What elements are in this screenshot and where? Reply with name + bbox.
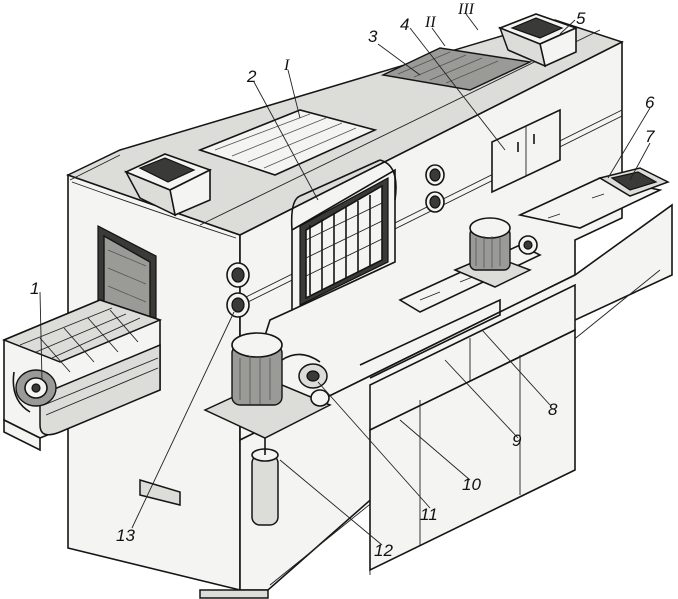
tank-section bbox=[139, 203, 673, 599]
callout-labels: 1 2 I 3 4 II III 5 6 7 8 9 10 11 12 13 bbox=[30, 1, 655, 560]
callout-II: II bbox=[424, 14, 436, 31]
left-pump-motor bbox=[203, 332, 332, 526]
right-pump-motor bbox=[453, 217, 538, 288]
callout-9: 9 bbox=[512, 431, 522, 450]
exhaust-hood-left bbox=[123, 153, 213, 217]
callout-10: 10 bbox=[462, 475, 481, 494]
callout-12: 12 bbox=[374, 541, 393, 560]
inspection-door bbox=[491, 108, 561, 194]
callout-13: 13 bbox=[116, 526, 135, 545]
callout-7: 7 bbox=[645, 127, 655, 146]
side-tray bbox=[359, 167, 670, 379]
callout-2: 2 bbox=[246, 67, 257, 86]
leader-lines bbox=[39, 13, 651, 546]
callout-III: III bbox=[457, 1, 475, 18]
callout-1: 1 bbox=[30, 279, 39, 298]
exhaust-hood-right bbox=[497, 13, 579, 68]
top-hatch bbox=[197, 47, 533, 176]
callout-4: 4 bbox=[400, 15, 409, 34]
sight-glasses bbox=[226, 164, 445, 318]
wash-chamber bbox=[261, 159, 397, 346]
callout-8: 8 bbox=[548, 400, 558, 419]
callout-5: 5 bbox=[576, 9, 586, 28]
callout-11: 11 bbox=[420, 505, 438, 524]
callout-3: 3 bbox=[368, 27, 378, 46]
callout-I: I bbox=[283, 57, 290, 74]
callout-6: 6 bbox=[645, 93, 655, 112]
